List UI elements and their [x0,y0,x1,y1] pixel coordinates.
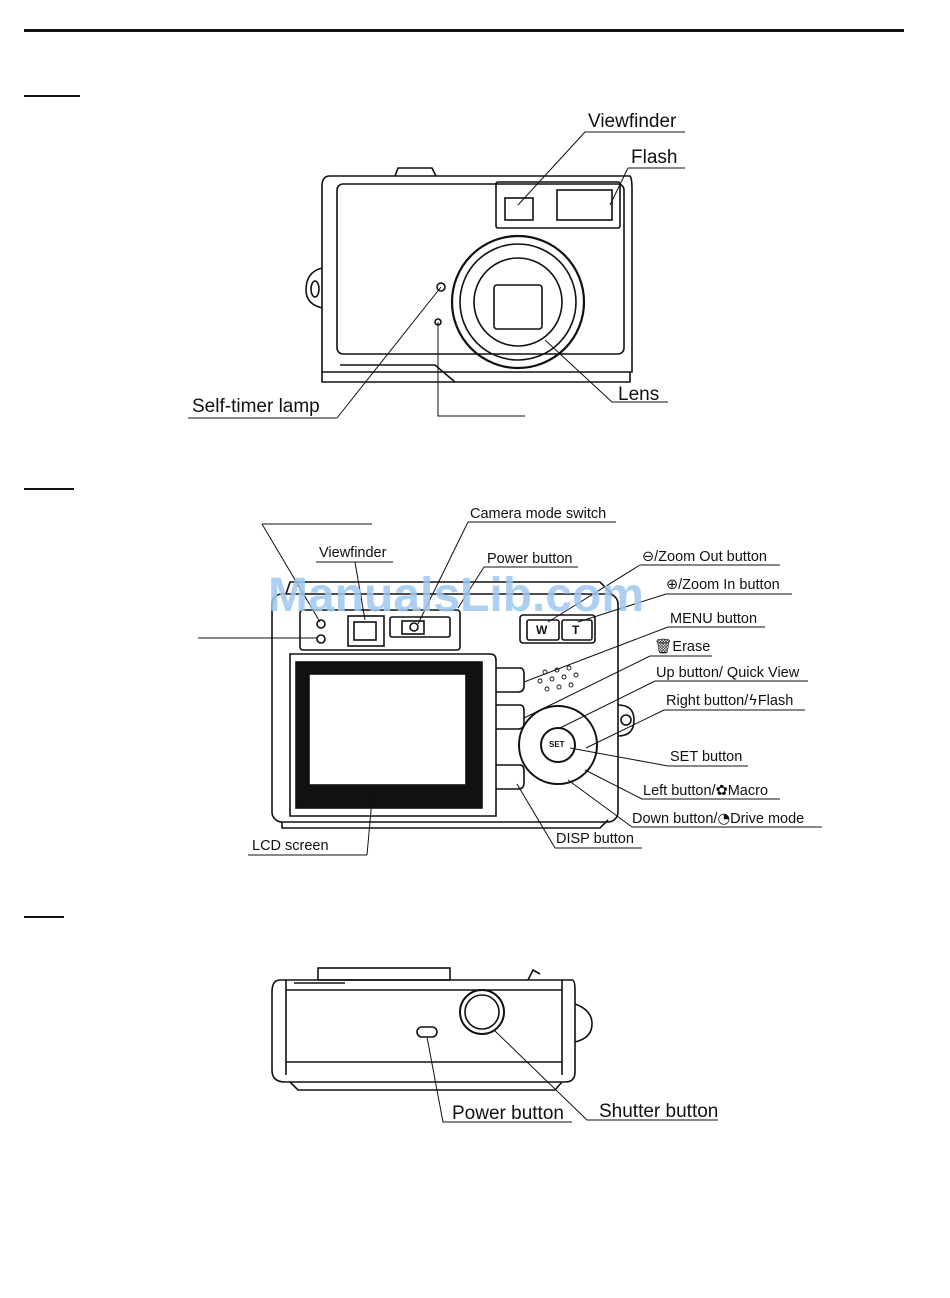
top-power-button-label: Power button [452,1103,564,1124]
flower-icon: ✿ [715,783,728,799]
lightning-icon: ϟ [748,693,758,709]
menu-button-label: MENU button [670,611,758,627]
up-button-label: Up button/ Quick View [656,665,800,681]
set-key[interactable]: SET [549,740,565,749]
disp-button-label: DISP button [556,831,634,847]
w-key[interactable]: W [536,623,548,637]
section-rule-back [24,488,74,490]
left-button-label: Left button/✿Macro [643,783,769,799]
t-key[interactable]: T [572,623,580,637]
down-button-label: Down button/◔Drive mode [632,811,805,827]
magnifier-minus-icon: ⊖ [642,549,655,565]
watermark: ManualsLib.com [268,569,645,622]
section-rule-top [24,916,64,918]
magnifier-plus-icon: ⊕ [666,577,679,593]
section-rule-front [24,95,80,97]
self-timer-lamp-label: Self-timer lamp [192,396,320,417]
camera-mode-switch-label: Camera mode switch [470,506,607,522]
self-timer-icon: ◔ [717,811,731,827]
erase-label: 🗑Erase [654,639,711,655]
zoom-out-label: ⊖/Zoom Out button [642,549,767,565]
flash-label: Flash [631,147,678,168]
lcd-screen-label: LCD screen [252,838,329,854]
set-button-label: SET button [670,749,743,765]
shutter-button-label: Shutter button [599,1101,719,1122]
zoom-in-label: ⊕/Zoom In button [666,577,780,593]
back-viewfinder-label: Viewfinder [319,545,387,561]
back-power-button-label: Power button [487,551,573,567]
viewfinder-label: Viewfinder [588,111,677,132]
trash-icon: 🗑 [654,639,673,655]
right-button-label: Right button/ϟFlash [666,693,794,709]
lens-label: Lens [618,384,660,405]
header-rule [24,29,904,32]
